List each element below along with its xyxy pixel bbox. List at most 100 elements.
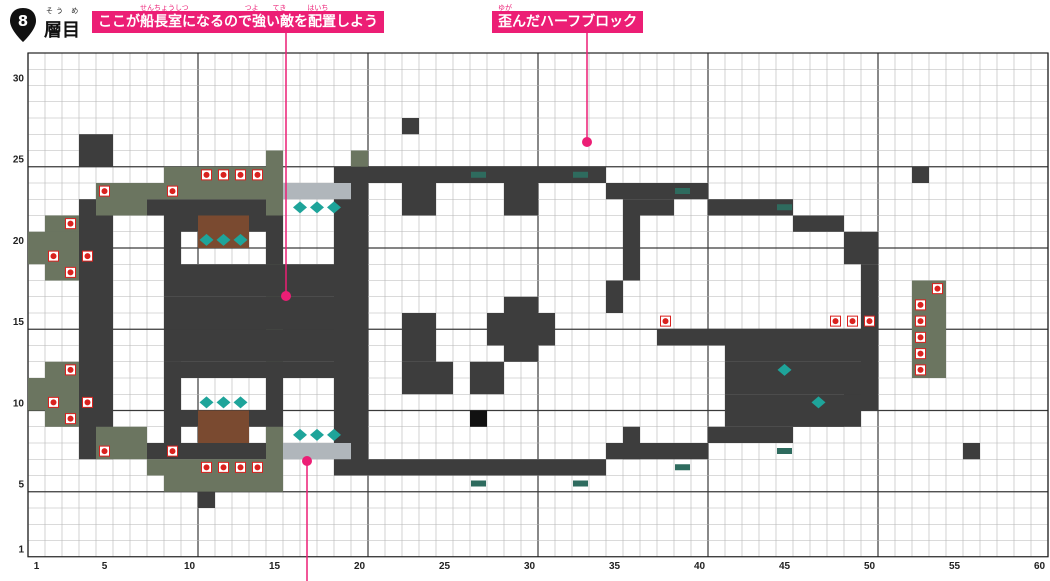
- tnt-marker: [50, 399, 57, 406]
- y-axis-tick-label: 1: [18, 545, 24, 556]
- pressure-plate: [283, 443, 300, 460]
- right-stripe: [725, 394, 861, 411]
- prismarine-block: [811, 396, 826, 409]
- x-axis-tick-label: 55: [949, 561, 961, 572]
- tnt-marker: [220, 171, 227, 178]
- tnt-marker: [203, 171, 210, 178]
- y-axis-tick-label: 10: [13, 398, 25, 409]
- right-stripe: [725, 345, 861, 362]
- inner-wall: [640, 199, 674, 216]
- right-stripe: [725, 361, 861, 378]
- tnt-marker: [917, 366, 924, 373]
- tnt-marker: [832, 318, 839, 325]
- captain-room-wall: [164, 215, 181, 281]
- deck-wall: [606, 443, 708, 460]
- right-mossy: [912, 280, 946, 378]
- deck-wall: [708, 199, 793, 216]
- tnt-marker: [67, 415, 74, 422]
- x-axis-tick-label: 40: [694, 561, 706, 572]
- inner-wall: [470, 361, 504, 395]
- prismarine-block: [233, 396, 248, 409]
- y-axis-tick-label: 15: [13, 317, 25, 328]
- tnt-marker: [67, 366, 74, 373]
- x-axis-tick-label: 60: [1034, 561, 1046, 572]
- tnt-marker: [662, 318, 669, 325]
- half-block: [777, 448, 792, 454]
- floor-badge: [10, 8, 36, 42]
- deck-wall: [708, 426, 793, 443]
- inner-wall: [623, 426, 640, 460]
- y-axis-tick-label: 25: [13, 155, 25, 166]
- tnt-marker: [169, 448, 176, 455]
- hull-wall-mossy: [164, 475, 283, 492]
- prismarine-block: [777, 363, 792, 376]
- tnt-marker: [866, 318, 873, 325]
- deck-wall: [844, 231, 878, 265]
- half-block-callout: 歪んだハーフブロック: [492, 11, 644, 33]
- half-block: [777, 204, 792, 211]
- x-axis-tick-label: 50: [864, 561, 876, 572]
- tnt-marker: [101, 188, 108, 195]
- tnt-marker: [84, 399, 91, 406]
- prismarine-block: [310, 428, 324, 441]
- inner-wall: [402, 361, 453, 395]
- pressure-plate: [300, 443, 317, 460]
- pressure-plate: [283, 183, 300, 200]
- right-stripe: [657, 329, 776, 346]
- y-axis-tick-label: 30: [13, 73, 25, 84]
- inner-wall: [504, 296, 538, 362]
- tnt-marker: [917, 334, 924, 341]
- tnt-marker: [169, 188, 176, 195]
- prismarine-block: [199, 396, 214, 409]
- prismarine-block: [310, 201, 324, 214]
- prismarine-block: [327, 201, 341, 214]
- floor-number: 8: [17, 12, 29, 30]
- x-axis-tick-label: 30: [524, 561, 536, 572]
- x-axis-tick-label: 35: [609, 561, 621, 572]
- right-stripe: [725, 410, 861, 427]
- x-axis-tick-label: 45: [779, 561, 791, 572]
- captain-room-stripe: [164, 280, 368, 297]
- inner-wall: [623, 199, 640, 281]
- prismarine-block: [327, 428, 341, 441]
- x-axis-tick-label: 10: [184, 561, 196, 572]
- pressure-plate: [317, 443, 334, 460]
- prismarine-block: [233, 233, 248, 246]
- half-block: [471, 480, 486, 487]
- x-axis-tick-label: 15: [269, 561, 281, 572]
- captain-room-stripe: [164, 361, 368, 378]
- inner-wall: [470, 410, 487, 427]
- captain-room-callout-ruby: せんちょうしつ つよ てき はいち: [140, 4, 329, 12]
- prismarine-block: [293, 201, 307, 214]
- tnt-marker: [917, 350, 924, 357]
- tnt-marker: [917, 318, 924, 325]
- stone-block: [402, 118, 419, 135]
- tnt-marker: [67, 220, 74, 227]
- x-axis-tick-label: 1: [34, 561, 40, 572]
- divider-wall: [334, 166, 368, 476]
- captain-room-wall: [266, 378, 283, 427]
- pressure-plate: [334, 183, 351, 200]
- wood-floor: [198, 410, 249, 443]
- captain-room-stripe: [164, 296, 368, 313]
- hull-wall: [147, 199, 283, 216]
- pressure-plate: [317, 183, 334, 200]
- half-block: [471, 171, 486, 178]
- tnt-marker: [254, 171, 261, 178]
- x-axis-tick-label: 5: [102, 561, 108, 572]
- y-axis-tick-label: 5: [18, 480, 24, 491]
- tnt-marker: [67, 269, 74, 276]
- floor-ruby: そう め: [46, 7, 82, 15]
- hull-wall-mossy: [147, 183, 283, 200]
- x-axis-tick-label: 20: [354, 561, 366, 572]
- half-block: [675, 464, 690, 471]
- half-block: [675, 188, 690, 194]
- tnt-marker: [917, 301, 924, 308]
- stone-block: [79, 134, 113, 167]
- tnt-marker: [849, 318, 856, 325]
- inner-wall: [402, 313, 436, 362]
- tnt-marker: [101, 448, 108, 455]
- prismarine-block: [216, 233, 231, 246]
- deck-wall: [793, 215, 844, 232]
- deck-wall: [368, 459, 606, 476]
